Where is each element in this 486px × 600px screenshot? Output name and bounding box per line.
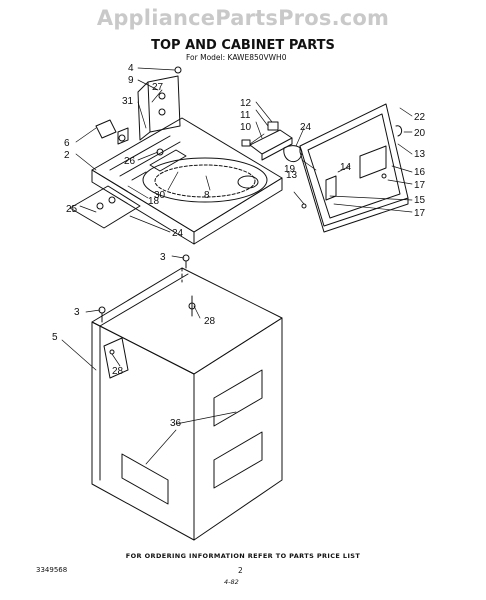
- watermark: AppliancePartsPros.com: [96, 6, 390, 30]
- callout-28-right: 28: [204, 316, 216, 327]
- callout-28-left: 28: [112, 366, 124, 377]
- callout-30: 30: [154, 190, 166, 201]
- callout-24-top: 24: [300, 122, 312, 133]
- callout-17-upper: 17: [414, 180, 426, 191]
- lid: [299, 103, 409, 233]
- callout-numbers: 4 9 27 31 6 2 26 30 8 18 12 11 10 24 13 …: [52, 63, 426, 429]
- callout-14: 14: [340, 162, 352, 173]
- callout-3-lower: 3: [74, 307, 80, 318]
- callout-11: 11: [240, 110, 251, 121]
- model-number: For Model: KAWE850VWH0: [186, 53, 287, 62]
- top-panel: [91, 117, 283, 245]
- callout-22: 22: [414, 112, 426, 123]
- leader-lines: [61, 67, 413, 465]
- callout-2: 2: [64, 150, 70, 161]
- callout-26: 26: [124, 156, 136, 167]
- callout-10: 10: [240, 122, 252, 133]
- callout-8: 8: [204, 190, 210, 201]
- page-title: TOP AND CABINET PARTS: [151, 38, 335, 53]
- control-bracket: [137, 75, 181, 141]
- callout-4: 4: [128, 63, 134, 74]
- callout-5: 5: [52, 332, 58, 343]
- callout-6: 6: [64, 138, 70, 149]
- document-code: 3349568: [36, 566, 68, 574]
- callout-12: 12: [240, 98, 252, 109]
- bottom-mark: 4-82: [224, 578, 239, 586]
- callout-17-lower: 17: [414, 208, 426, 219]
- page-number: 2: [238, 566, 243, 575]
- front-bracket: [69, 185, 141, 229]
- callout-27: 27: [152, 82, 164, 93]
- callout-16: 16: [414, 167, 426, 178]
- callout-19: 19: [284, 164, 296, 175]
- callout-3-upper: 3: [160, 252, 166, 263]
- callout-31: 31: [122, 96, 134, 107]
- callout-25: 25: [66, 204, 78, 215]
- callout-36: 36: [170, 418, 182, 429]
- callout-15: 15: [414, 195, 426, 206]
- callout-20: 20: [414, 128, 426, 139]
- lid-switch-parts: [241, 121, 303, 163]
- callout-18: 18: [148, 196, 160, 207]
- callout-9: 9: [128, 75, 134, 86]
- callout-13-right: 13: [414, 149, 426, 160]
- hinge-left: [95, 119, 164, 156]
- callout-24-bottom: 24: [172, 228, 184, 239]
- callout-13-left: 13: [286, 170, 298, 181]
- cabinet: [91, 267, 283, 541]
- ordering-note: FOR ORDERING INFORMATION REFER TO PARTS …: [125, 552, 361, 560]
